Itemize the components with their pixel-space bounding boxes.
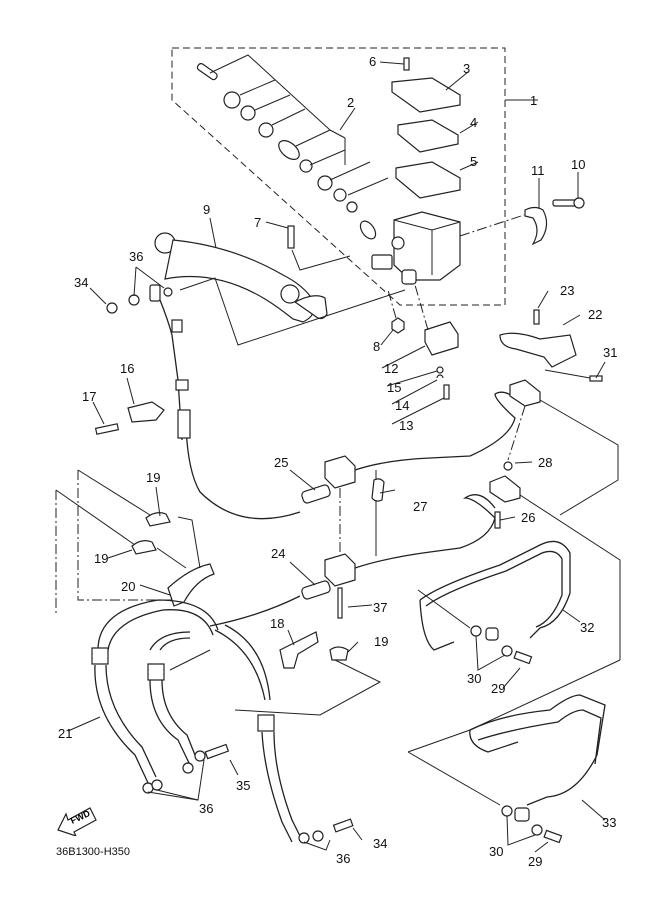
brake-pipe-32	[417, 540, 581, 689]
callout-32: 32	[580, 620, 595, 635]
callout-31: 31	[603, 345, 618, 360]
callout-26: 26	[521, 510, 536, 525]
hose-joints	[185, 391, 521, 627]
upper-brake-hose	[89, 266, 406, 441]
callout-13: 13	[399, 418, 414, 433]
callout-7: 7	[254, 215, 262, 230]
callout-21: 21	[58, 726, 73, 741]
callout-6: 6	[369, 54, 377, 69]
callout-8: 8	[373, 339, 381, 354]
callout-24: 24	[271, 546, 286, 561]
callout-36-upper: 36	[129, 249, 144, 264]
callout-19-upper: 19	[146, 470, 161, 485]
callout-3: 3	[463, 61, 471, 76]
callout-33: 33	[602, 815, 617, 830]
callout-28: 28	[538, 455, 553, 470]
lower-left-clamps	[55, 469, 215, 615]
callout-34-upper: 34	[74, 275, 89, 290]
callout-12: 12	[384, 361, 399, 376]
callout-35: 35	[236, 778, 251, 793]
forward-direction-arrow: FWD	[56, 800, 100, 841]
master-cylinder-body	[359, 211, 525, 285]
callout-30-lower: 30	[489, 844, 504, 859]
piston-kit-parts	[196, 54, 389, 213]
brake-lever	[154, 217, 328, 323]
callout-37: 37	[373, 600, 388, 615]
callout-20: 20	[121, 579, 136, 594]
callout-4: 4	[470, 115, 478, 130]
callout-18: 18	[270, 616, 285, 631]
callout-25: 25	[274, 455, 289, 470]
holder-clamp	[524, 172, 585, 246]
callout-29-lower: 29	[528, 854, 543, 869]
callout-36-middle: 36	[199, 801, 214, 816]
callout-36-lower: 36	[336, 851, 351, 866]
callout-19-middle: 19	[94, 551, 109, 566]
callout-30-upper: 30	[467, 671, 482, 686]
callout-29-upper: 29	[491, 681, 506, 696]
reservoir-cap-parts	[379, 57, 479, 199]
lower-brake-hoses	[67, 599, 363, 851]
brake-light-switch	[381, 284, 459, 425]
joint-bracket	[499, 290, 606, 382]
callout-34-lower: 34	[373, 836, 388, 851]
callout-22: 22	[588, 307, 603, 322]
callout-17: 17	[82, 389, 97, 404]
callout-2: 2	[347, 95, 355, 110]
callout-23: 23	[560, 283, 575, 298]
brake-pipe-33	[407, 659, 621, 853]
callout-27: 27	[413, 499, 428, 514]
callout-14: 14	[395, 398, 410, 413]
nut-8	[391, 317, 405, 334]
diagram-reference-code: 36B1300-H350	[56, 846, 131, 858]
callout-16: 16	[120, 361, 135, 376]
callout-11: 11	[531, 163, 545, 178]
callout-5: 5	[470, 154, 478, 169]
callout-9: 9	[203, 202, 211, 217]
callout-15: 15	[387, 380, 402, 395]
callout-19-right: 19	[374, 634, 389, 649]
callout-1: 1	[530, 93, 538, 108]
callout-10: 10	[571, 157, 586, 172]
pivot-bolt-7	[287, 225, 295, 249]
three-way-joint	[489, 379, 621, 660]
assembly-1-boundary	[171, 47, 506, 306]
fwd-arrow-icon	[57, 807, 97, 838]
clamp-bracket-18	[234, 629, 382, 716]
